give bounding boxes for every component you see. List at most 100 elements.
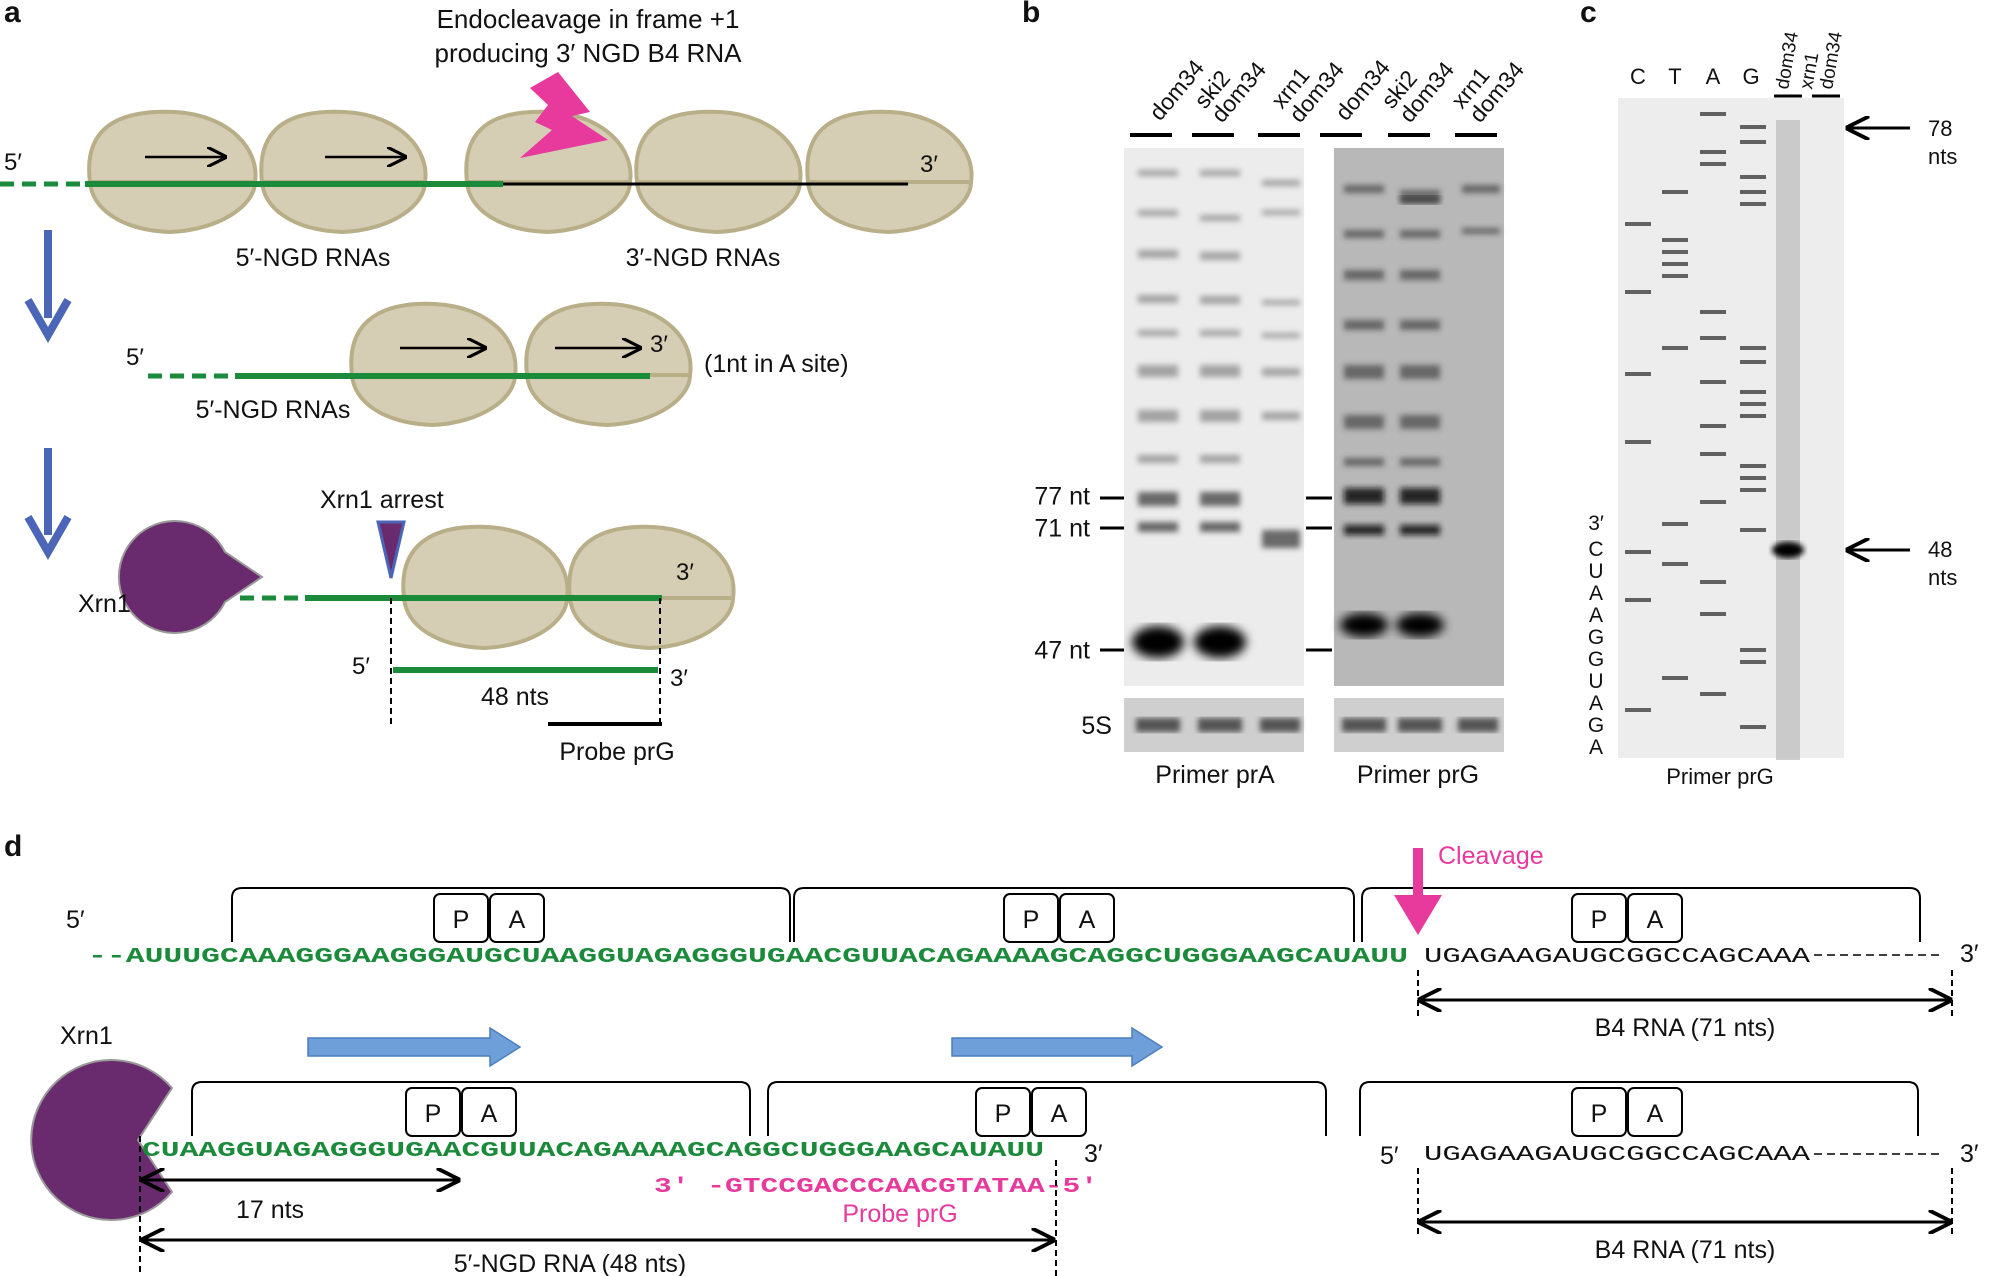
gel-right <box>1334 148 1504 686</box>
xrn1-arrest-marker-icon <box>376 520 406 579</box>
gel-left <box>1124 148 1304 686</box>
b4-rna-label: B4 RNA (71 nts) <box>1595 1014 1776 1042</box>
a-site-label: A <box>1647 906 1664 934</box>
seq-letter: A <box>1589 582 1603 605</box>
arrow-48-nts: nts <box>1928 565 1957 590</box>
translocation-arrow-icon <box>307 1026 1164 1068</box>
panel-c-letter: c <box>1580 0 1597 29</box>
arrow-78-label: 78 <box>1928 116 1952 141</box>
marker-77nt: 77 nt <box>1034 483 1090 511</box>
arrow-48-label: 48 <box>1928 537 1952 562</box>
marker-71nt: 71 nt <box>1034 515 1090 543</box>
probe-sequence: 3′ -GTCCGACCCAACGTATAA-5′ <box>654 1176 1098 1199</box>
p-site-label: P <box>1591 1100 1608 1128</box>
panel-a: a Endocleavage in frame +1 producing 3′ … <box>0 0 974 766</box>
sequence-letters: C U A A G G U A G A <box>1588 538 1604 759</box>
lane-headers-right: dom34 ski2 dom34 xrn1 dom34 <box>1330 54 1529 127</box>
panel-c: c C T A G dom34 xrn1 dom34 <box>1580 0 1957 789</box>
primer-prG-label: Primer prG <box>1357 761 1479 789</box>
label-5ngd-rnas: 5′-NGD RNAs <box>196 396 351 424</box>
three-prime-label: 3′ <box>676 559 694 586</box>
pa-sites-top <box>433 893 1683 943</box>
primer-prA-label: Primer prA <box>1155 761 1275 789</box>
label-5s: 5S <box>1081 712 1112 740</box>
panel-a-letter: a <box>4 0 21 29</box>
endocleavage-label-line1: Endocleavage in frame +1 <box>437 4 740 34</box>
gel-band <box>1772 542 1804 558</box>
seq-letter: A <box>1589 692 1603 715</box>
p-site-label: P <box>995 1100 1012 1128</box>
p-site-label: P <box>1591 906 1608 934</box>
ribosome-row-3 <box>401 524 736 651</box>
a-site-label: A <box>1647 1100 1664 1128</box>
endocleavage-label-line2: producing 3′ NGD B4 RNA <box>435 38 743 68</box>
probe-label: Probe prG <box>559 738 674 766</box>
lane-C: C <box>1630 64 1646 89</box>
lane-dom34-2: dom34 <box>1816 30 1847 91</box>
nts17-label: 17 nts <box>236 1196 304 1224</box>
three-prime-label: 3′ <box>670 665 688 692</box>
three-prime-label: 3′ <box>1960 940 1979 968</box>
panel-d: d P A P A P A Cleavage 5′ --AUUUGCAAAGGG… <box>4 830 1979 1276</box>
five-prime-label: 5′ <box>66 906 85 934</box>
xrn1-label: Xrn1 <box>78 590 131 618</box>
cleavage-label: Cleavage <box>1438 842 1544 870</box>
panel-b-letter: b <box>1022 0 1040 29</box>
xrn1-arrest-label: Xrn1 arrest <box>320 486 444 514</box>
five-prime-label: 5′ <box>126 344 144 371</box>
lane-G: G <box>1742 64 1759 89</box>
seq-letter: U <box>1588 560 1603 583</box>
top-sequence-black: UGAGAAGAUGCGGCCAGCAAA <box>1424 946 1811 969</box>
a-site-label: A <box>481 1100 498 1128</box>
b4-rna-label: B4 RNA (71 nts) <box>1595 1236 1776 1264</box>
panel-b: b dom34 ski2 dom34 xrn1 dom34 dom34 ski2… <box>1022 0 1529 789</box>
seq-letter: G <box>1588 626 1604 649</box>
p-site-label: P <box>425 1100 442 1128</box>
marker-ticks <box>1100 496 1332 652</box>
seq-letter: G <box>1588 714 1604 737</box>
three-prime-label: 3′ <box>1084 1140 1103 1168</box>
five-prime-label: 5′ <box>1380 1142 1399 1170</box>
five-prime-label: 5′ <box>352 653 370 680</box>
lane-headers-left: dom34 ski2 dom34 xrn1 dom34 <box>1144 54 1349 127</box>
seq-letter: U <box>1588 670 1603 693</box>
ribosome-row-2 <box>349 301 693 428</box>
a-site-label: A <box>509 906 526 934</box>
seq-letter: A <box>1589 604 1603 627</box>
flow-arrow-icon <box>24 230 72 344</box>
ngd48-label: 5′-NGD RNA (48 nts) <box>454 1250 687 1276</box>
three-prime-label: 3′ <box>1960 1140 1979 1168</box>
seq-letter: C <box>1588 538 1603 561</box>
arrow-78-nts: nts <box>1928 144 1957 169</box>
primer-prG-label-c: Primer prG <box>1666 764 1774 789</box>
ribosome-row-1 <box>87 109 974 235</box>
flow-arrow-icon <box>24 448 72 561</box>
panel-d-letter: d <box>4 830 22 863</box>
one-nt-a-site-label: (1nt in A site) <box>704 350 849 378</box>
nts48-label: 48 nts <box>481 683 549 711</box>
cleavage-arrow-icon <box>1394 848 1442 935</box>
xrn1-label-d: Xrn1 <box>60 1022 113 1050</box>
xrn1-pacman-icon <box>117 520 264 634</box>
label-5ngd-rnas: 5′-NGD RNAs <box>236 244 391 272</box>
lightning-bolt-icon <box>520 72 608 158</box>
marker-47nt: 47 nt <box>1034 637 1090 665</box>
bottom-right-sequence: UGAGAAGAUGCGGCCAGCAAA <box>1424 1144 1811 1167</box>
three-prime-label: 3′ <box>650 331 668 358</box>
seq-3prime: 3′ <box>1588 512 1604 535</box>
five-prime-label: 5′ <box>4 149 22 176</box>
seq-letter: A <box>1589 736 1603 759</box>
xrn1-pacman-icon <box>30 1059 174 1221</box>
probe-label-d: Probe prG <box>842 1200 957 1228</box>
three-prime-label: 3′ <box>920 151 938 178</box>
top-sequence-green: --AUUUGCAAAGGGAAGGGAUGCUAAGGUAGAGGGUGAAC… <box>88 946 1408 969</box>
lane-A: A <box>1706 64 1721 89</box>
p-site-label: P <box>453 906 470 934</box>
sequencing-gel <box>1618 98 1844 760</box>
pa-sites-bottom <box>405 1087 1683 1137</box>
a-site-label: A <box>1051 1100 1068 1128</box>
label-3ngd-rnas: 3′-NGD RNAs <box>626 244 781 272</box>
bottom-sequence-green: CUAAGGUAGAGGGUGAACGUUACAGAAAAGCAGGCUGGGA… <box>142 1140 1044 1163</box>
seq-letter: G <box>1588 648 1604 671</box>
